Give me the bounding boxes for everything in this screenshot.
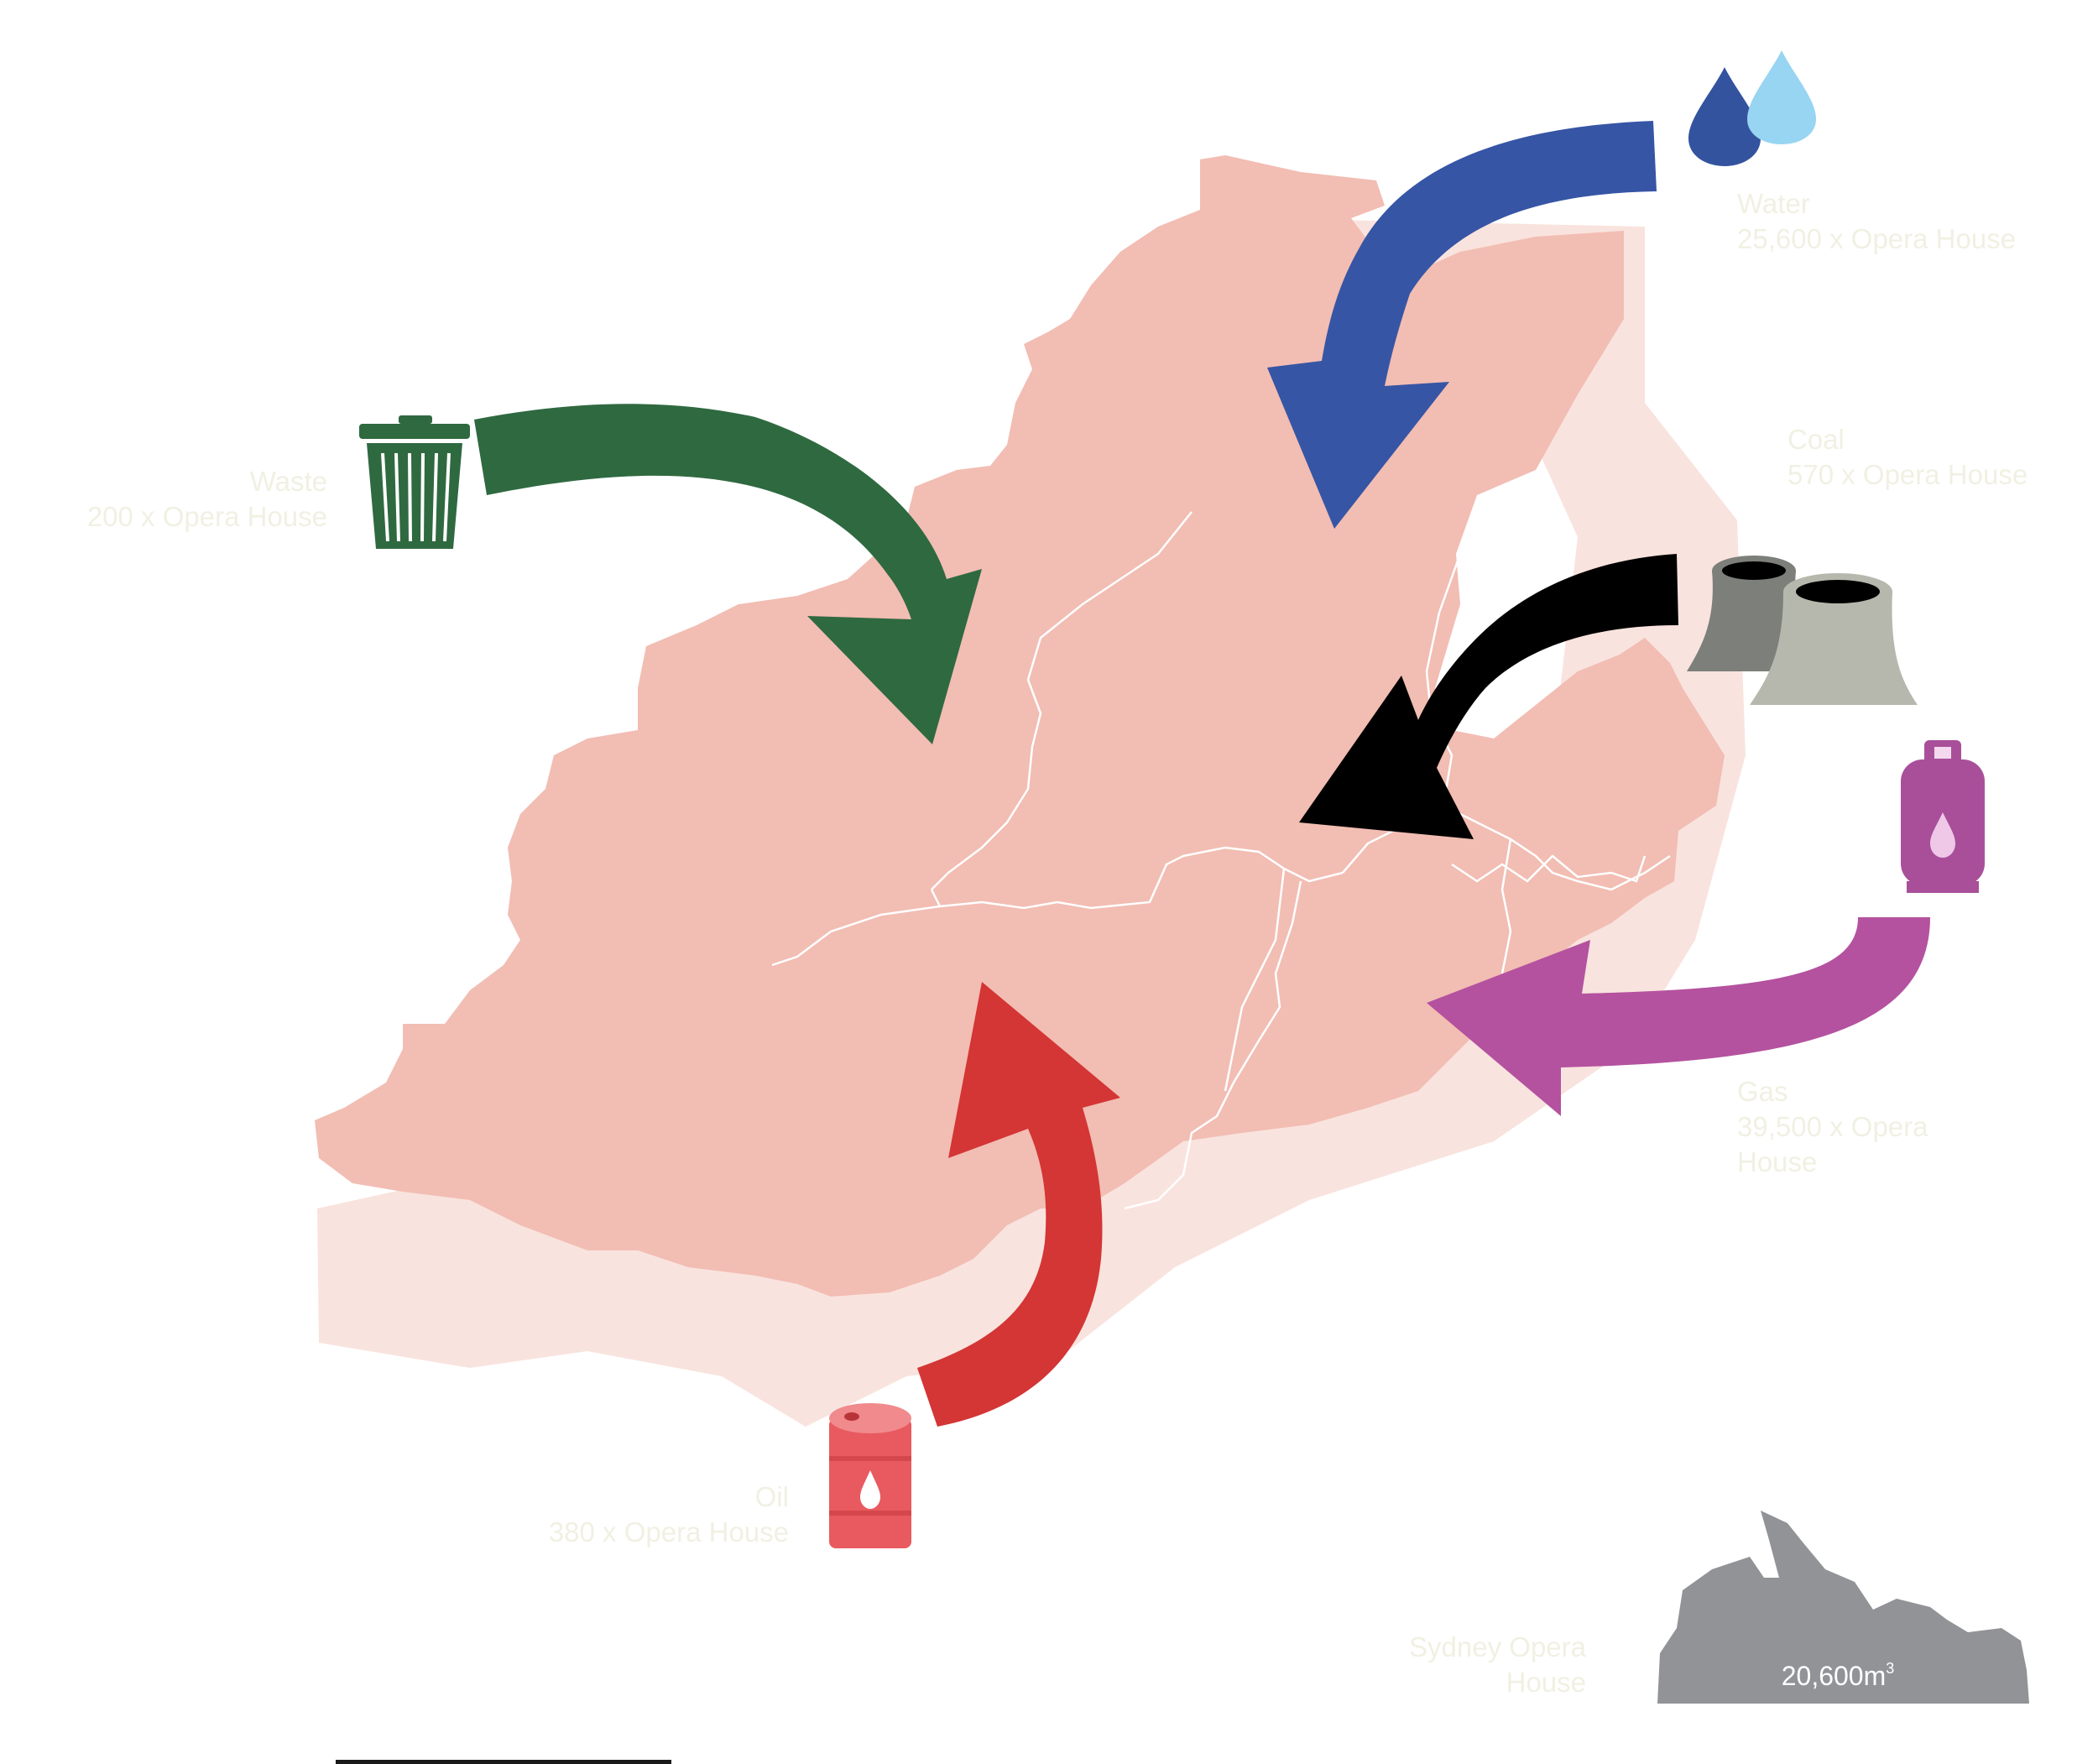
opera-house-icon: [1657, 1511, 2029, 1704]
opera-house-volume-unit: 3: [1886, 1660, 1895, 1677]
region-borders: [771, 503, 1671, 1210]
gas-label: Gas 39,500 x Opera House: [1737, 1074, 1928, 1180]
scale-bar: [336, 1760, 671, 1764]
oil-barrel-icon: [829, 1403, 911, 1548]
waste-arrow: [474, 404, 982, 744]
region-map-shadow: [317, 218, 1746, 1427]
water-drops-icon: [1688, 50, 1816, 166]
gas-name: Gas: [1737, 1076, 1788, 1107]
coal-label: Coal 570 x Opera House: [1787, 422, 2028, 493]
oil-label: Oil 380 x Opera House: [436, 1480, 789, 1550]
waste-label: Waste 200 x Opera House: [34, 464, 327, 535]
gas-amount-line-1: 39,500 x Opera: [1737, 1111, 1928, 1142]
opera-house-volume-value: 20,600m: [1781, 1661, 1887, 1691]
opera-house-volume: 20,600m3: [1653, 1652, 2022, 1693]
opera-house-name-line-1: Sydney Opera: [1409, 1631, 1586, 1662]
coal-name: Coal: [1787, 424, 1845, 455]
gas-cylinder-icon: [1901, 740, 1985, 893]
oil-name: Oil: [754, 1481, 789, 1512]
water-label: Water 25,600 x Opera House: [1737, 186, 2016, 257]
water-arrow: [1267, 121, 1657, 529]
coal-arrow: [1299, 554, 1678, 839]
opera-house-label: Sydney Opera House: [1309, 1630, 1586, 1700]
oil-arrow: [917, 982, 1120, 1427]
water-name: Water: [1737, 188, 1810, 219]
water-amount: 25,600 x Opera House: [1737, 223, 2017, 254]
gas-arrow: [1427, 917, 1930, 1116]
oil-amount: 380 x Opera House: [548, 1516, 789, 1547]
waste-name: Waste: [249, 466, 327, 497]
coal-amount: 570 x Opera House: [1787, 459, 2028, 490]
gas-amount-line-2: House: [1737, 1146, 1818, 1177]
trash-can-icon: [359, 415, 470, 549]
opera-house-name-line-2: House: [1506, 1667, 1586, 1698]
cooling-towers-icon: [1687, 556, 1918, 705]
waste-amount: 200 x Opera House: [86, 501, 327, 532]
